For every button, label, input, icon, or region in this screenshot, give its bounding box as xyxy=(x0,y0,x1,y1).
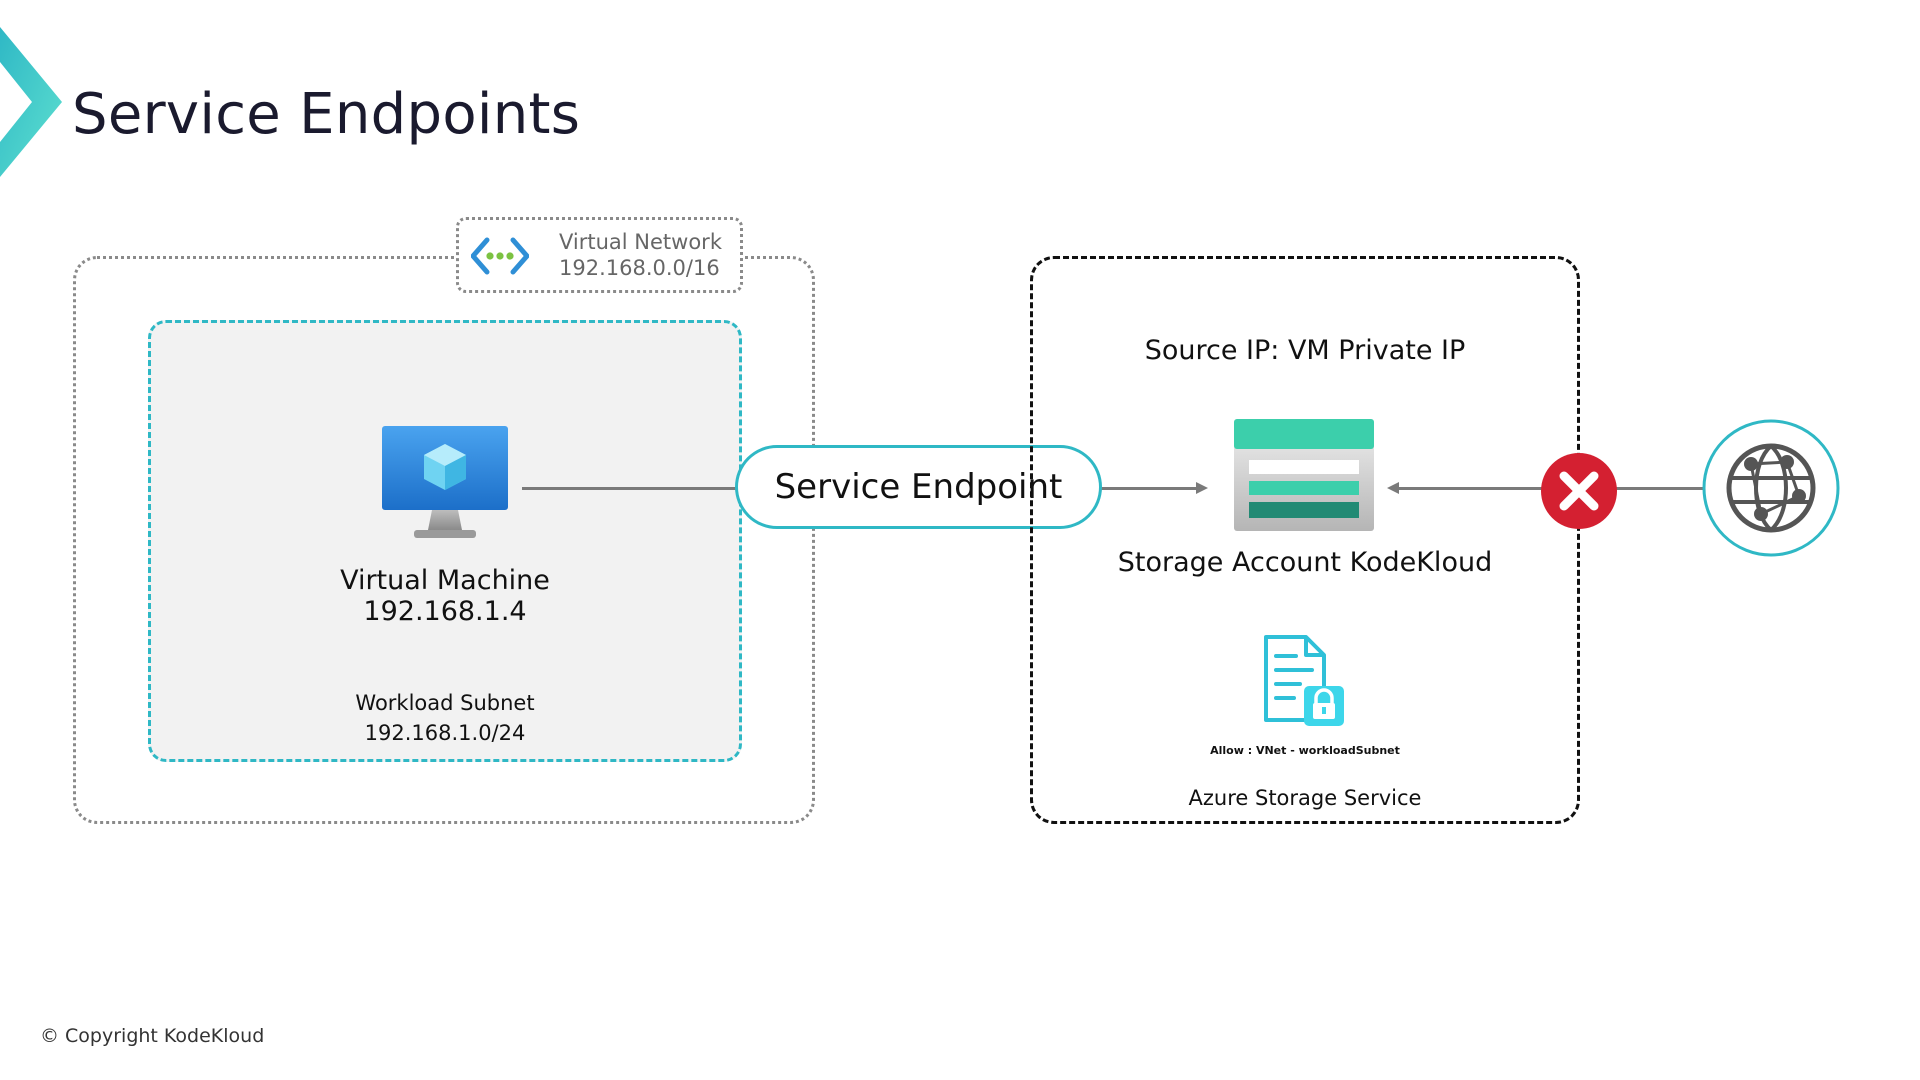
service-endpoint-node: Service Endpoint xyxy=(735,445,1102,529)
subnet-name: Workload Subnet xyxy=(355,691,535,715)
azure-storage-service-label: Azure Storage Service xyxy=(1188,786,1422,810)
source-ip-label: Source IP: VM Private IP xyxy=(1144,335,1466,366)
vm-to-endpoint-connector xyxy=(522,487,737,490)
internet-connector xyxy=(1614,487,1704,490)
virtual-network-icon xyxy=(471,237,529,275)
endpoint-to-storage-connector xyxy=(1100,487,1200,490)
blocked-connector xyxy=(1397,487,1545,490)
virtual-network-cidr: 192.168.0.0/16 xyxy=(559,256,720,280)
secure-document-icon xyxy=(1264,635,1344,726)
copyright-notice: © Copyright KodeKloud xyxy=(40,1025,265,1047)
subnet-cidr: 192.168.1.0/24 xyxy=(364,721,526,745)
virtual-network-name: Virtual Network xyxy=(559,230,722,254)
azure-storage-container xyxy=(1030,256,1580,824)
virtual-network-container xyxy=(73,256,815,824)
virtual-machine-ip: 192.168.1.4 xyxy=(363,596,527,627)
blocked-icon xyxy=(1541,453,1617,529)
storage-account-name: Storage Account KodeKloud xyxy=(1117,547,1493,578)
workload-subnet-container xyxy=(148,320,742,762)
page-title: Service Endpoints xyxy=(72,82,581,147)
arrow-left-icon xyxy=(1387,482,1399,494)
arrow-right-icon xyxy=(1196,482,1208,494)
allow-policy-label: Allow : VNet - workloadSubnet xyxy=(1210,744,1400,757)
virtual-network-label xyxy=(456,217,743,293)
virtual-machine-name: Virtual Machine xyxy=(340,565,550,596)
internet-globe-icon xyxy=(1702,419,1840,557)
storage-account-icon xyxy=(1234,419,1374,531)
kodekloud-logo-icon xyxy=(0,27,62,177)
virtual-machine-icon xyxy=(382,426,508,538)
